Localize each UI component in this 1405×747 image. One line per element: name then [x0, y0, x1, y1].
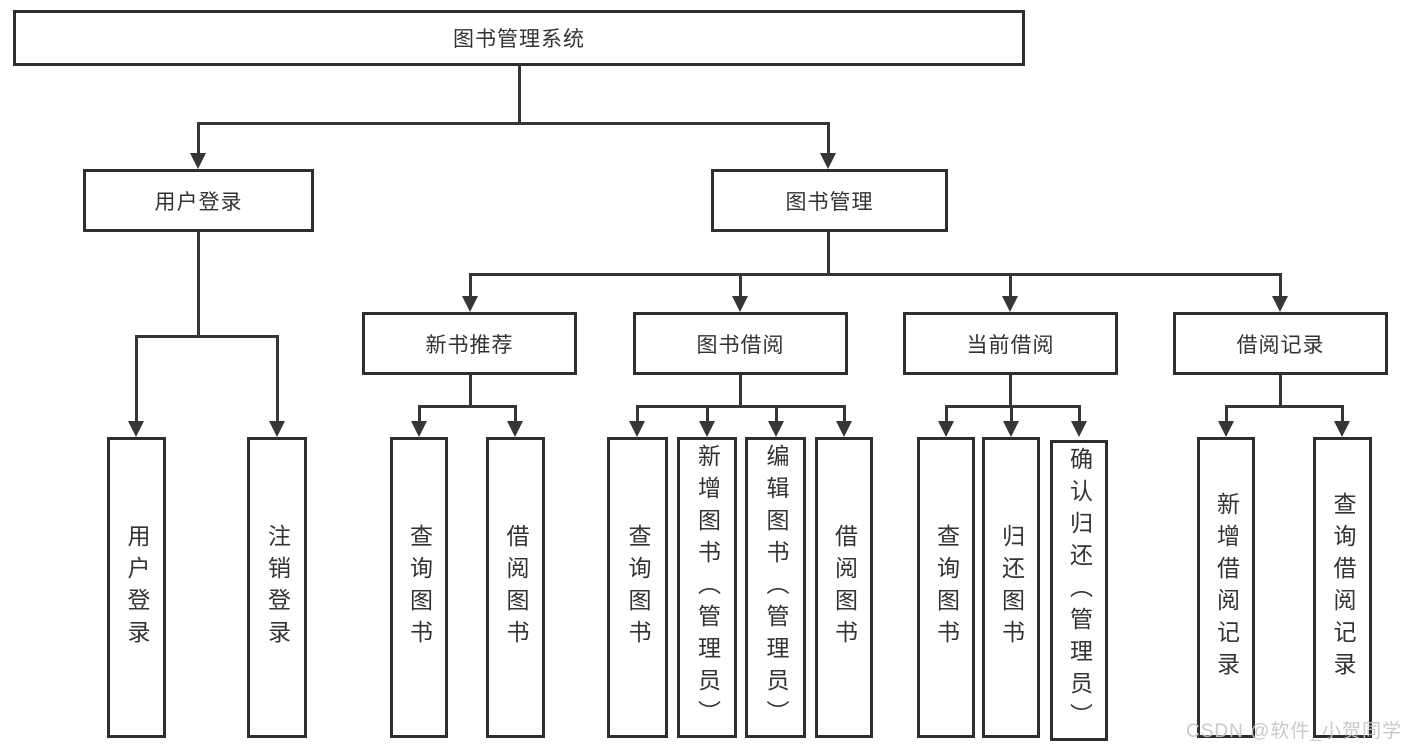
connector-line: [1225, 405, 1343, 408]
leaf-br-add-record: 新增借阅记录: [1197, 437, 1255, 738]
node-user-login-label: 用户登录: [154, 190, 243, 214]
connector-line: [1279, 273, 1282, 296]
leaf-bb-query-book-label: 查询图书: [625, 523, 651, 652]
leaf-rec-query-book: 查询图书: [390, 437, 448, 738]
leaf-rec-query-book-label: 查询图书: [406, 523, 433, 652]
leaf-user-login: 用户登录: [107, 437, 166, 738]
node-book-mgmt: 图书管理: [711, 169, 948, 232]
leaf-br-query-record: 查询借阅记录: [1313, 437, 1372, 738]
connector-line: [706, 405, 709, 421]
arrowhead: [1071, 421, 1087, 437]
arrowhead: [820, 153, 836, 169]
arrowhead: [629, 421, 645, 437]
leaf-logout-label: 注销登录: [264, 523, 291, 652]
leaf-bb-add-book: 新增图书（管理员）: [677, 437, 737, 738]
connector-line: [775, 405, 778, 421]
leaf-bb-add-book-label: 新增图书（管理员）: [694, 443, 721, 732]
node-book-mgmt-label: 图书管理: [785, 190, 874, 214]
leaf-cb-return-book: 归还图书: [982, 437, 1040, 738]
arrowhead: [768, 421, 784, 437]
connector-line: [197, 122, 200, 155]
leaf-rec-borrow-book: 借阅图书: [486, 437, 545, 738]
connector-line: [636, 405, 845, 408]
arrowhead: [128, 421, 144, 437]
connector-line: [469, 273, 472, 296]
connector-line: [197, 232, 200, 335]
connector-line: [827, 122, 830, 155]
arrowhead: [1218, 421, 1234, 437]
arrowhead: [732, 296, 748, 312]
connector-line: [469, 375, 472, 405]
leaf-bb-borrow-book: 借阅图书: [815, 437, 873, 738]
node-new-book-rec-label: 新书推荐: [425, 333, 514, 357]
connector-line: [135, 335, 278, 338]
arrowhead: [462, 296, 478, 312]
arrowhead: [269, 421, 285, 437]
connector-line: [1009, 375, 1012, 405]
connector-line: [276, 335, 279, 421]
arrowhead: [507, 421, 523, 437]
connector-line: [1010, 405, 1013, 421]
connector-line: [636, 405, 639, 421]
leaf-bb-query-book: 查询图书: [607, 437, 668, 738]
node-current-borrow-label: 当前借阅: [966, 333, 1055, 357]
connector-line: [1078, 405, 1081, 421]
leaf-user-login-label: 用户登录: [124, 523, 150, 652]
connector-line: [418, 405, 421, 421]
node-borrow-records-label: 借阅记录: [1236, 333, 1325, 357]
leaf-bb-edit-book: 编辑图书（管理员）: [745, 437, 806, 738]
connector-line: [1225, 405, 1228, 421]
node-current-borrow: 当前借阅: [903, 312, 1118, 375]
leaf-logout: 注销登录: [247, 437, 307, 738]
connector-line: [197, 122, 830, 125]
leaf-cb-return-book-label: 归还图书: [998, 523, 1025, 652]
connector-line: [739, 273, 742, 296]
connector-line: [418, 405, 517, 408]
node-root: 图书管理系统: [13, 10, 1025, 66]
node-root-label: 图书管理系统: [453, 28, 585, 51]
connector-line: [469, 273, 1281, 276]
connector-line: [135, 335, 138, 421]
leaf-br-add-record-label: 新增借阅记录: [1213, 491, 1240, 684]
connector-line: [518, 66, 521, 122]
connector-line: [843, 405, 846, 421]
leaf-cb-confirm-return: 确认归还（管理员）: [1050, 440, 1108, 741]
connector-line: [945, 405, 948, 421]
leaf-cb-query-book-label: 查询图书: [933, 523, 960, 652]
leaf-bb-borrow-book-label: 借阅图书: [831, 523, 858, 652]
node-borrow-records: 借阅记录: [1173, 312, 1388, 375]
node-book-borrow: 图书借阅: [633, 312, 848, 375]
leaf-cb-query-book: 查询图书: [917, 437, 975, 738]
node-new-book-rec: 新书推荐: [362, 312, 577, 375]
arrowhead: [836, 421, 852, 437]
connector-line: [739, 375, 742, 405]
connector-line: [1279, 375, 1282, 405]
leaf-rec-borrow-book-label: 借阅图书: [503, 523, 529, 652]
arrowhead: [1002, 296, 1018, 312]
arrowhead: [1272, 296, 1288, 312]
arrowhead: [411, 421, 427, 437]
arrowhead: [190, 153, 206, 169]
arrowhead: [1334, 421, 1350, 437]
leaf-cb-confirm-return-label: 确认归还（管理员）: [1066, 446, 1093, 735]
arrowhead: [938, 421, 954, 437]
arrowhead: [1003, 421, 1019, 437]
leaf-br-query-record-label: 查询借阅记录: [1330, 491, 1356, 684]
csdn-watermark: CSDN @软件_小贺同学: [1186, 721, 1402, 742]
connector-line: [514, 405, 517, 421]
arrowhead: [699, 421, 715, 437]
connector-line: [827, 232, 830, 273]
connector-line: [1341, 405, 1344, 421]
connector-line: [1009, 273, 1012, 296]
node-user-login: 用户登录: [83, 169, 314, 232]
node-book-borrow-label: 图书借阅: [696, 333, 785, 357]
leaf-bb-edit-book-label: 编辑图书（管理员）: [763, 443, 789, 732]
